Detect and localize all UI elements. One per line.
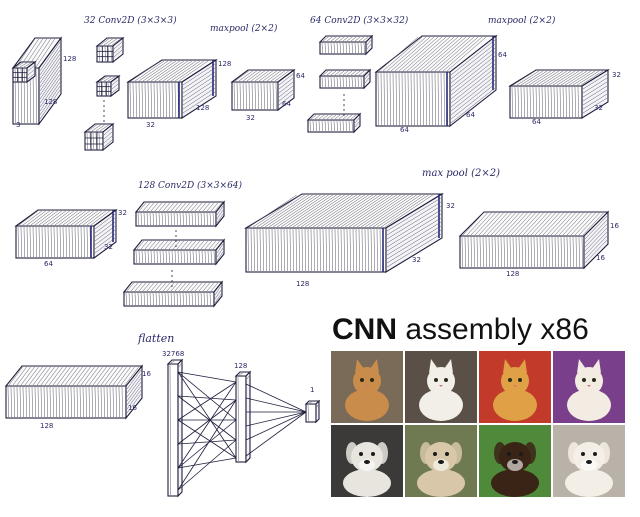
input-dim-depth: 3: [16, 121, 20, 129]
cat-photo-4: [553, 351, 625, 423]
pool1-dim-height: 64: [296, 72, 305, 80]
flatten-count-label: 32768: [162, 350, 184, 358]
title-rest: assembly x86: [397, 313, 589, 346]
cat-photo-1: [331, 351, 403, 423]
flatten-in-dim-width: 16: [128, 404, 137, 412]
flatten-in-dim-depth: 128: [40, 422, 53, 430]
input-dim-width: 128: [44, 98, 57, 106]
dense-vector: [234, 370, 252, 464]
input-dim-height: 128: [63, 55, 76, 63]
pool2-dim-height: 32: [612, 71, 621, 79]
dense-connections: [103, 94, 345, 491]
conv3-in-dim-depth: 64: [44, 260, 53, 268]
conv3-input-volume: [14, 208, 118, 260]
cat-illustration: [419, 359, 463, 421]
page-title: CNN assembly x86: [332, 310, 632, 350]
dog-illustration: [491, 442, 539, 497]
conv1-dim-height: 128: [218, 60, 231, 68]
dog-illustration: [343, 442, 391, 497]
conv3-label: 128 Conv2D (3×3×64): [138, 180, 243, 191]
title-bold: CNN: [332, 313, 397, 346]
conv3-out-dim-height: 32: [446, 202, 455, 210]
dog-photo-2: [405, 425, 477, 497]
input-patch: [11, 60, 37, 84]
flatten-label: flatten: [137, 332, 174, 345]
conv3-output-volume: [244, 193, 444, 273]
conv1-label: 32 Conv2D (3×3×3): [84, 15, 177, 26]
maxpool1-label: maxpool (2×2): [210, 23, 278, 34]
conv2-label: 64 Conv2D (3×3×32): [310, 15, 409, 26]
flatten-in-dim-height: 16: [142, 370, 151, 378]
pool3-output-volume: [458, 210, 610, 270]
example-photo-grid: [331, 351, 627, 499]
conv1-dim-width: 128: [196, 104, 209, 112]
cat-illustration: [345, 359, 389, 421]
cat-photo-2: [405, 351, 477, 423]
dog-photo-3: [479, 425, 551, 497]
conv3-in-dim-height: 32: [118, 209, 127, 217]
pool2-dim-depth: 64: [532, 118, 541, 126]
conv2-dim-height: 64: [498, 51, 507, 59]
dense-count-label: 128: [234, 362, 247, 370]
layer-boxes: [4, 34, 610, 498]
maxpool2-label: maxpool (2×2): [488, 15, 556, 26]
conv1-output-volume: [126, 58, 218, 120]
conv2-dim-width: 64: [466, 111, 475, 119]
conv1-filter-2: [95, 74, 121, 98]
conv2-filter-3: [306, 112, 362, 134]
dog-illustration: [417, 442, 465, 497]
cat-illustration: [493, 359, 537, 421]
conv2-dim-depth: 64: [400, 126, 409, 134]
flatten-vector: [166, 358, 184, 498]
cat-illustration: [567, 359, 611, 421]
conv3-out-dim-width: 32: [412, 256, 421, 264]
conv1-filter-1: [95, 36, 125, 64]
conv3-filter-3: [122, 280, 224, 308]
conv3-out-dim-depth: 128: [296, 280, 309, 288]
pool1-dim-depth: 32: [246, 114, 255, 122]
pool2-output-volume: [508, 69, 610, 119]
pool3-dim-height: 16: [610, 222, 619, 230]
dog-photo-1: [331, 425, 403, 497]
pool1-dim-width: 64: [282, 100, 291, 108]
pool1-output-volume: [230, 68, 296, 112]
cat-photo-3: [479, 351, 551, 423]
pool3-dim-depth: 128: [506, 270, 519, 278]
dog-photo-4: [553, 425, 625, 497]
pool2-dim-width: 32: [594, 104, 603, 112]
conv3-filter-2: [132, 238, 226, 266]
conv2-output-volume: [374, 34, 498, 128]
output-neuron: [304, 399, 321, 424]
flatten-input-volume: [4, 364, 144, 420]
conv1-filter-3: [83, 122, 115, 152]
pool3-dim-width: 16: [596, 254, 605, 262]
dog-illustration: [565, 442, 613, 497]
conv3-filter-1: [134, 200, 226, 228]
conv2-filter-2: [318, 68, 372, 90]
conv1-dim-depth: 32: [146, 121, 155, 129]
conv3-in-dim-width: 32: [104, 243, 113, 251]
conv2-filter-1: [318, 34, 374, 56]
maxpool3-label: max pool (2×2): [422, 168, 500, 179]
output-count-label: 1: [310, 386, 314, 394]
